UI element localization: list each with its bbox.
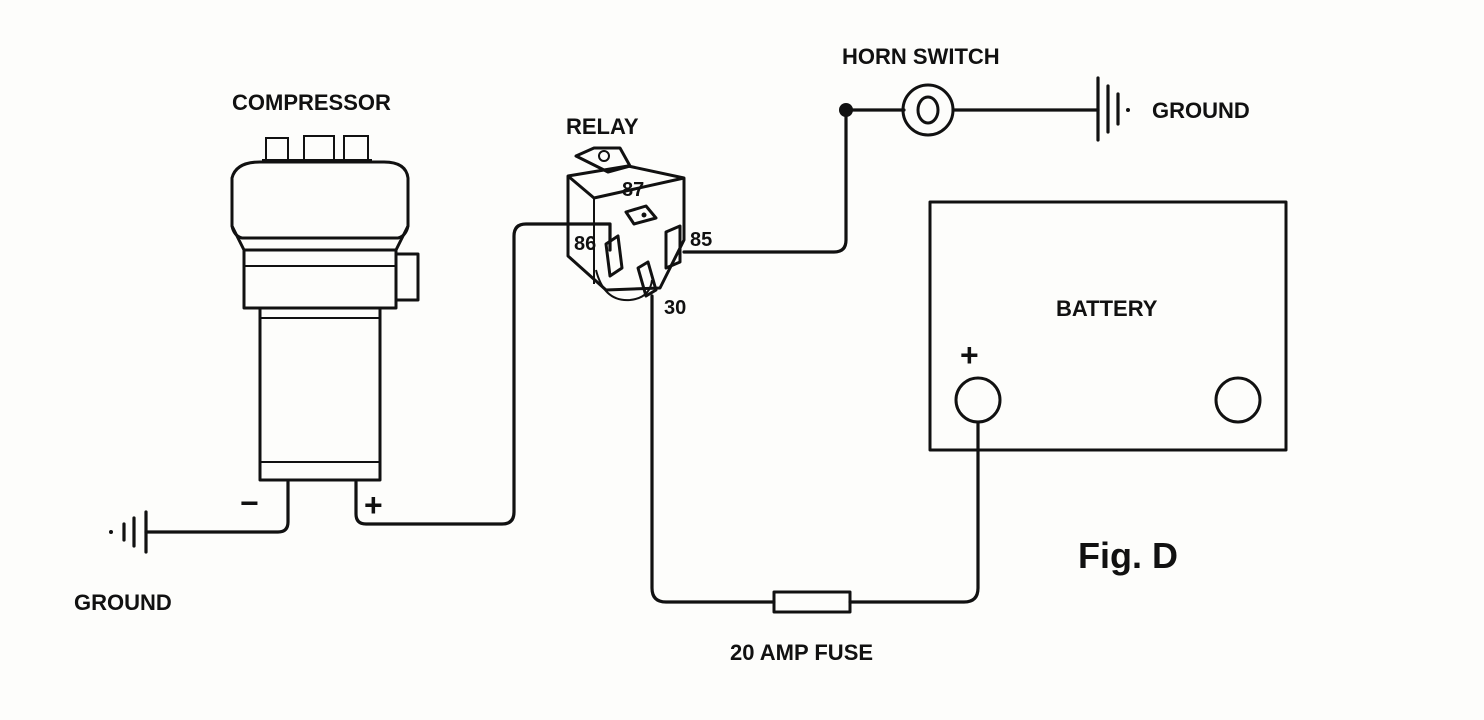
relay-pin-87-label: 87 (622, 179, 644, 201)
compressor-icon (230, 135, 420, 482)
ground-right-label: GROUND (1152, 98, 1250, 123)
horn-switch-icon (901, 83, 955, 137)
ground-left-icon (109, 510, 148, 554)
wire-relay-fuse (650, 294, 776, 604)
compressor-plus-sign: + (364, 487, 383, 523)
fuse-label: 20 AMP FUSE (730, 640, 873, 665)
compressor-label: COMPRESSOR (232, 90, 391, 115)
wire-compressor-ground (144, 480, 290, 534)
ground-left-label: GROUND (74, 590, 172, 615)
battery-label: BATTERY (1056, 296, 1158, 321)
relay-icon (566, 146, 686, 302)
horn-switch-label: HORN SWITCH (842, 44, 1000, 69)
wire-relay-horn (682, 108, 848, 254)
battery-icon (928, 200, 1288, 452)
relay-pin-85-label: 85 (690, 229, 712, 251)
wire-battery-fuse (848, 420, 980, 604)
ground-right-icon (1096, 76, 1130, 142)
figure-title: Fig. D (1078, 535, 1178, 576)
relay-label: RELAY (566, 114, 639, 139)
relay-pin-86-label: 86 (574, 233, 596, 255)
battery-plus-sign: + (960, 337, 979, 373)
fuse-icon (772, 590, 852, 614)
relay-pin-30-label: 30 (664, 297, 686, 319)
compressor-minus-sign: − (240, 485, 259, 521)
wire-compressor-relay (354, 222, 612, 526)
